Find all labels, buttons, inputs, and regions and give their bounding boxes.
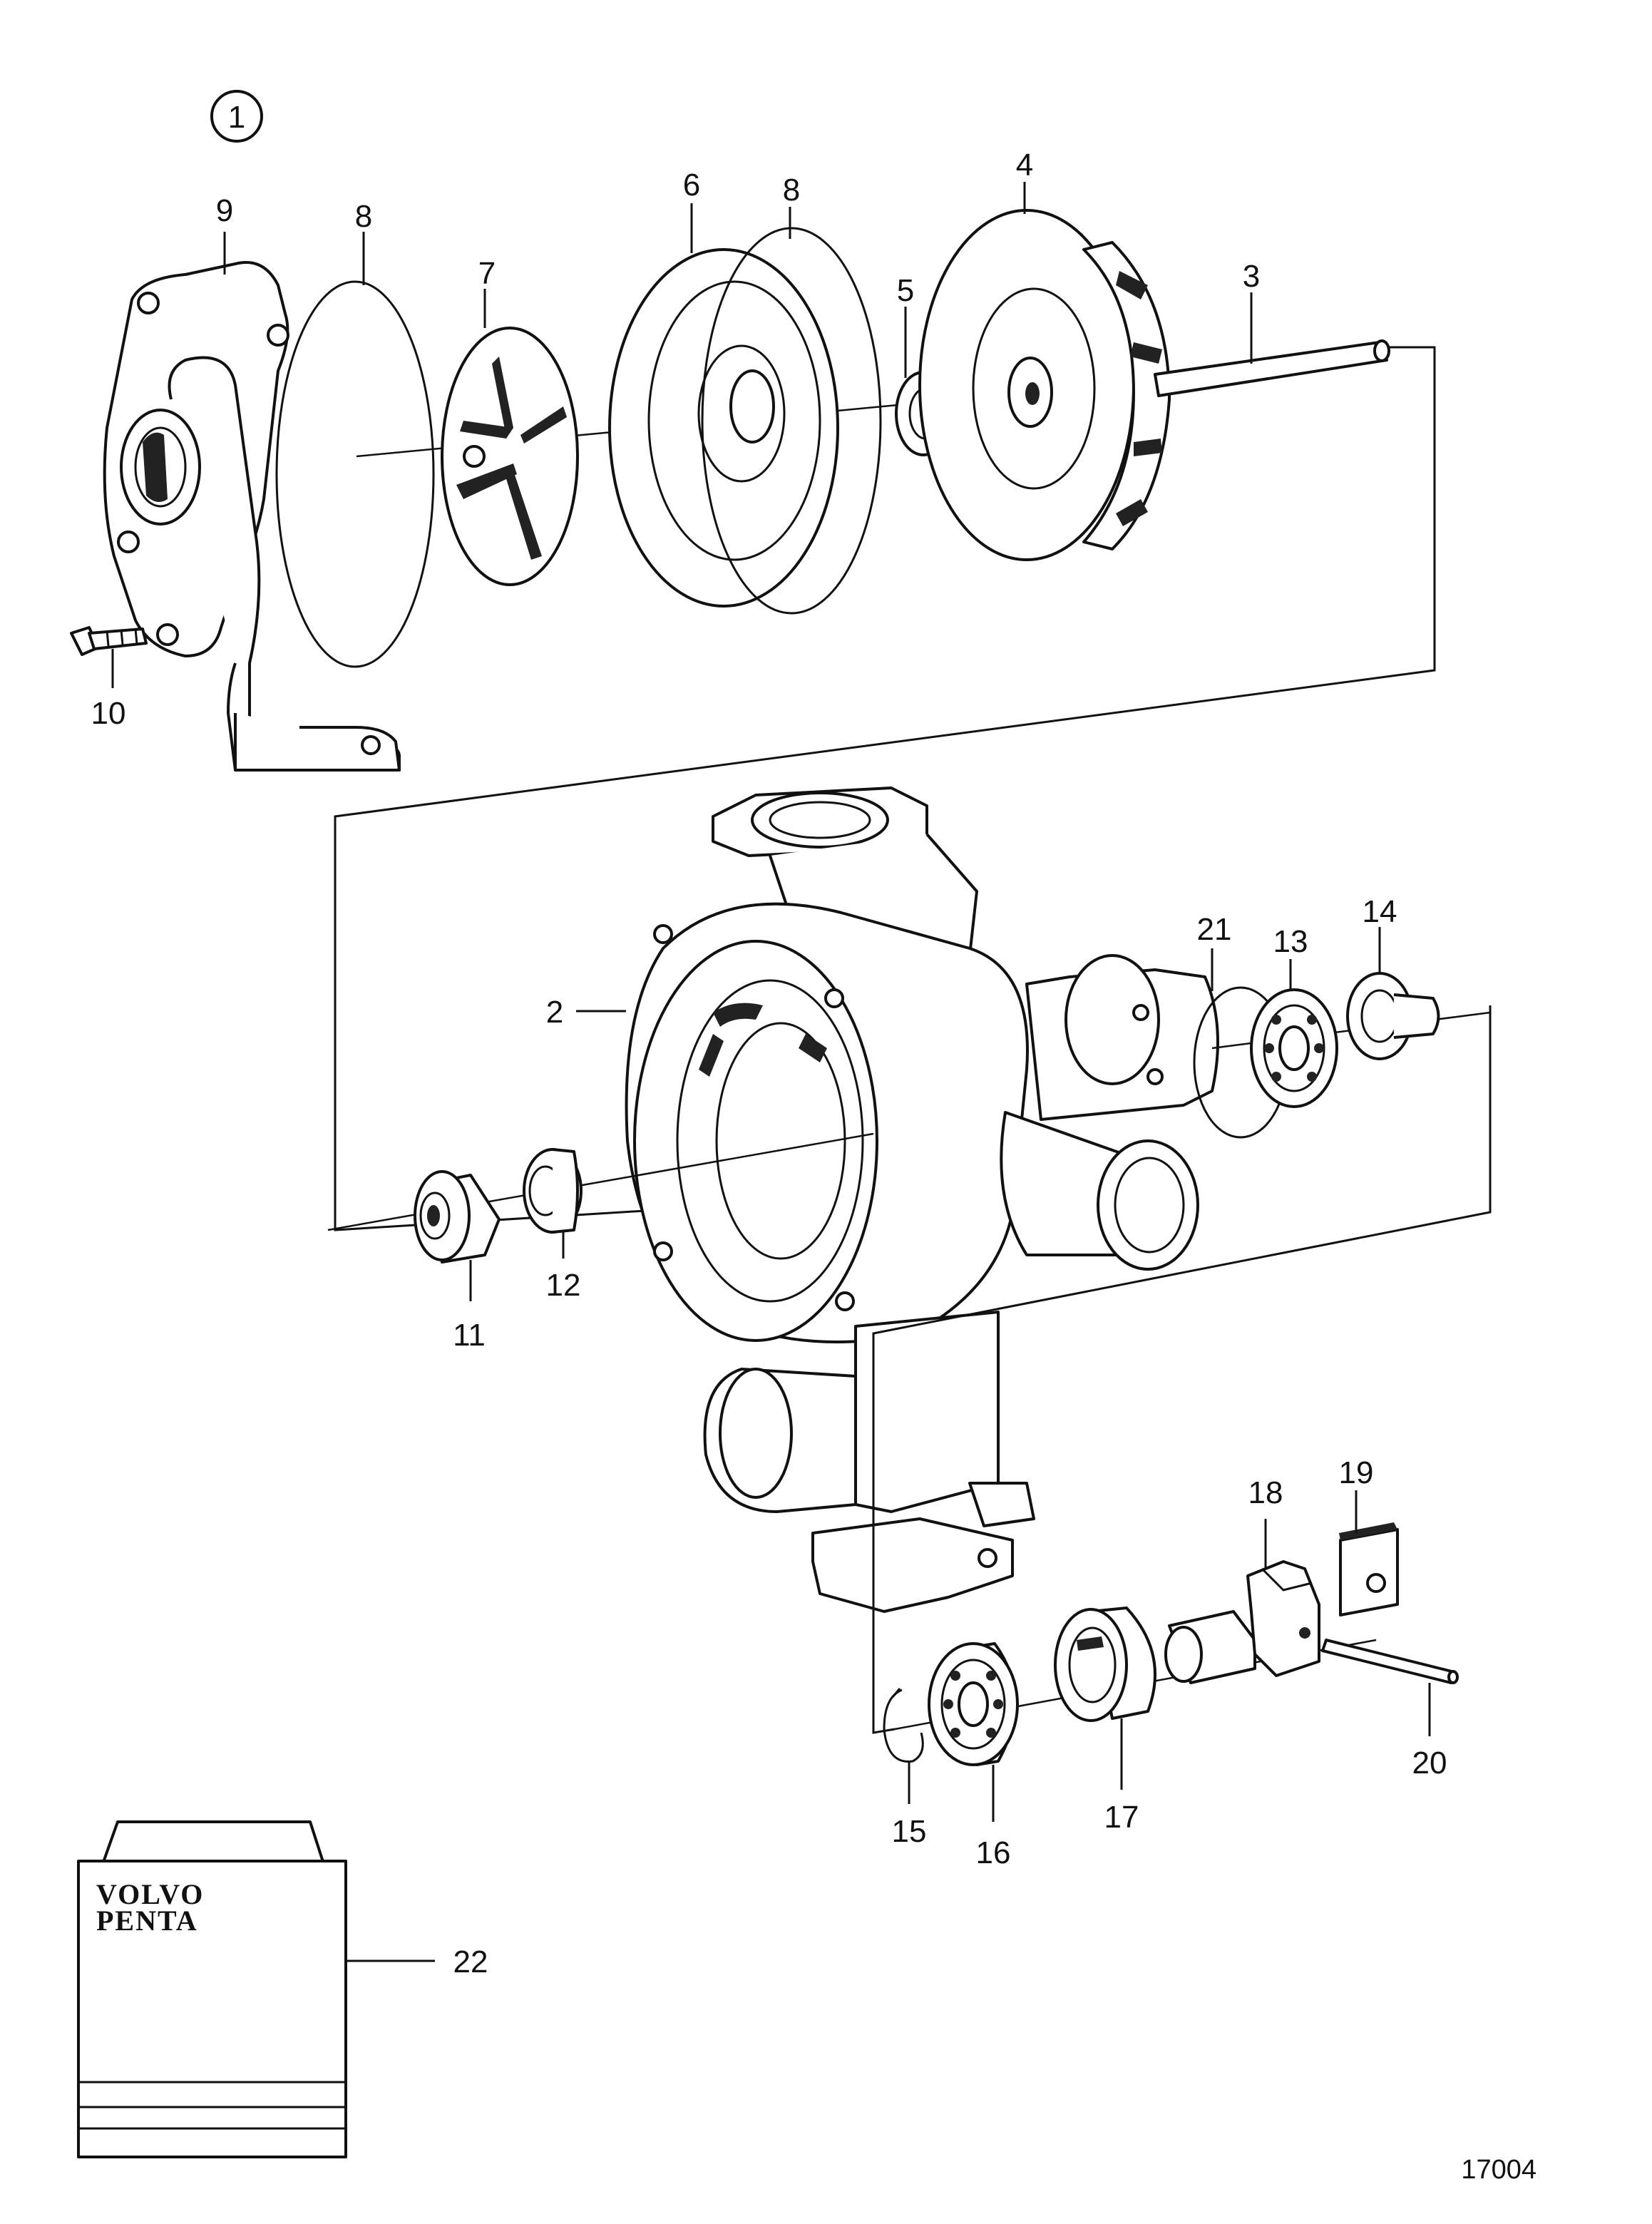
- callout-11: 11: [453, 1318, 486, 1353]
- callout-labels: 9 8 7 6 8 4 5 3 10 2 21 13 14 11 12 18 1…: [91, 148, 1447, 1979]
- callout-20: 20: [1412, 1746, 1447, 1780]
- kit-logo-volvo: VOLVO: [96, 1878, 204, 1910]
- front-seal: [414, 1170, 501, 1264]
- pump-cover: [103, 261, 401, 772]
- circlip: [883, 1688, 924, 1763]
- ball-bearing-lower: [928, 1642, 1019, 1766]
- view-number: 1: [228, 100, 245, 135]
- callout-7: 7: [478, 256, 496, 291]
- pump-housing: [625, 786, 1219, 1613]
- o-ring-left: [275, 280, 435, 668]
- callout-3: 3: [1243, 259, 1260, 294]
- callout-6: 6: [683, 168, 700, 203]
- callout-18: 18: [1248, 1475, 1283, 1510]
- wear-plate: [608, 248, 839, 608]
- pump-shaft: [1154, 339, 1390, 397]
- pump-wheel: [918, 209, 1171, 561]
- callout-12: 12: [546, 1268, 581, 1303]
- callout-14: 14: [1363, 894, 1397, 929]
- view-number-badge: 1: [210, 90, 263, 143]
- callout-8-left: 8: [355, 199, 372, 234]
- callout-13: 13: [1273, 924, 1308, 959]
- ball-bearing-rear: [1250, 988, 1338, 1108]
- drive-pin: [1321, 1639, 1459, 1684]
- callout-2: 2: [546, 995, 563, 1030]
- callout-10: 10: [91, 696, 126, 731]
- seal-ring: [523, 1148, 583, 1234]
- callout-22: 22: [453, 1944, 488, 1979]
- leader-lines: [111, 182, 1431, 1962]
- callout-5: 5: [897, 273, 914, 308]
- kit-logo-penta: PENTA: [96, 1905, 198, 1937]
- callout-4: 4: [1016, 148, 1033, 183]
- impeller: [441, 327, 579, 586]
- drive-coupling: [1164, 1560, 1320, 1684]
- o-ring-right: [701, 227, 882, 615]
- bearing-sleeve: [1054, 1606, 1156, 1722]
- end-seal: [1346, 972, 1440, 1060]
- callout-21: 21: [1197, 912, 1232, 947]
- callout-15: 15: [892, 1814, 927, 1849]
- callout-9: 9: [216, 193, 233, 228]
- callout-16: 16: [976, 1835, 1011, 1870]
- cover-bolt: [70, 626, 148, 656]
- callout-19: 19: [1339, 1455, 1374, 1490]
- drawing-number: 17004: [1461, 2155, 1536, 2185]
- callout-17: 17: [1104, 1800, 1139, 1835]
- gasket-kit: VOLVO PENTA: [77, 1820, 347, 2158]
- drive-plate: [1339, 1522, 1399, 1616]
- callout-8-right: 8: [783, 173, 800, 207]
